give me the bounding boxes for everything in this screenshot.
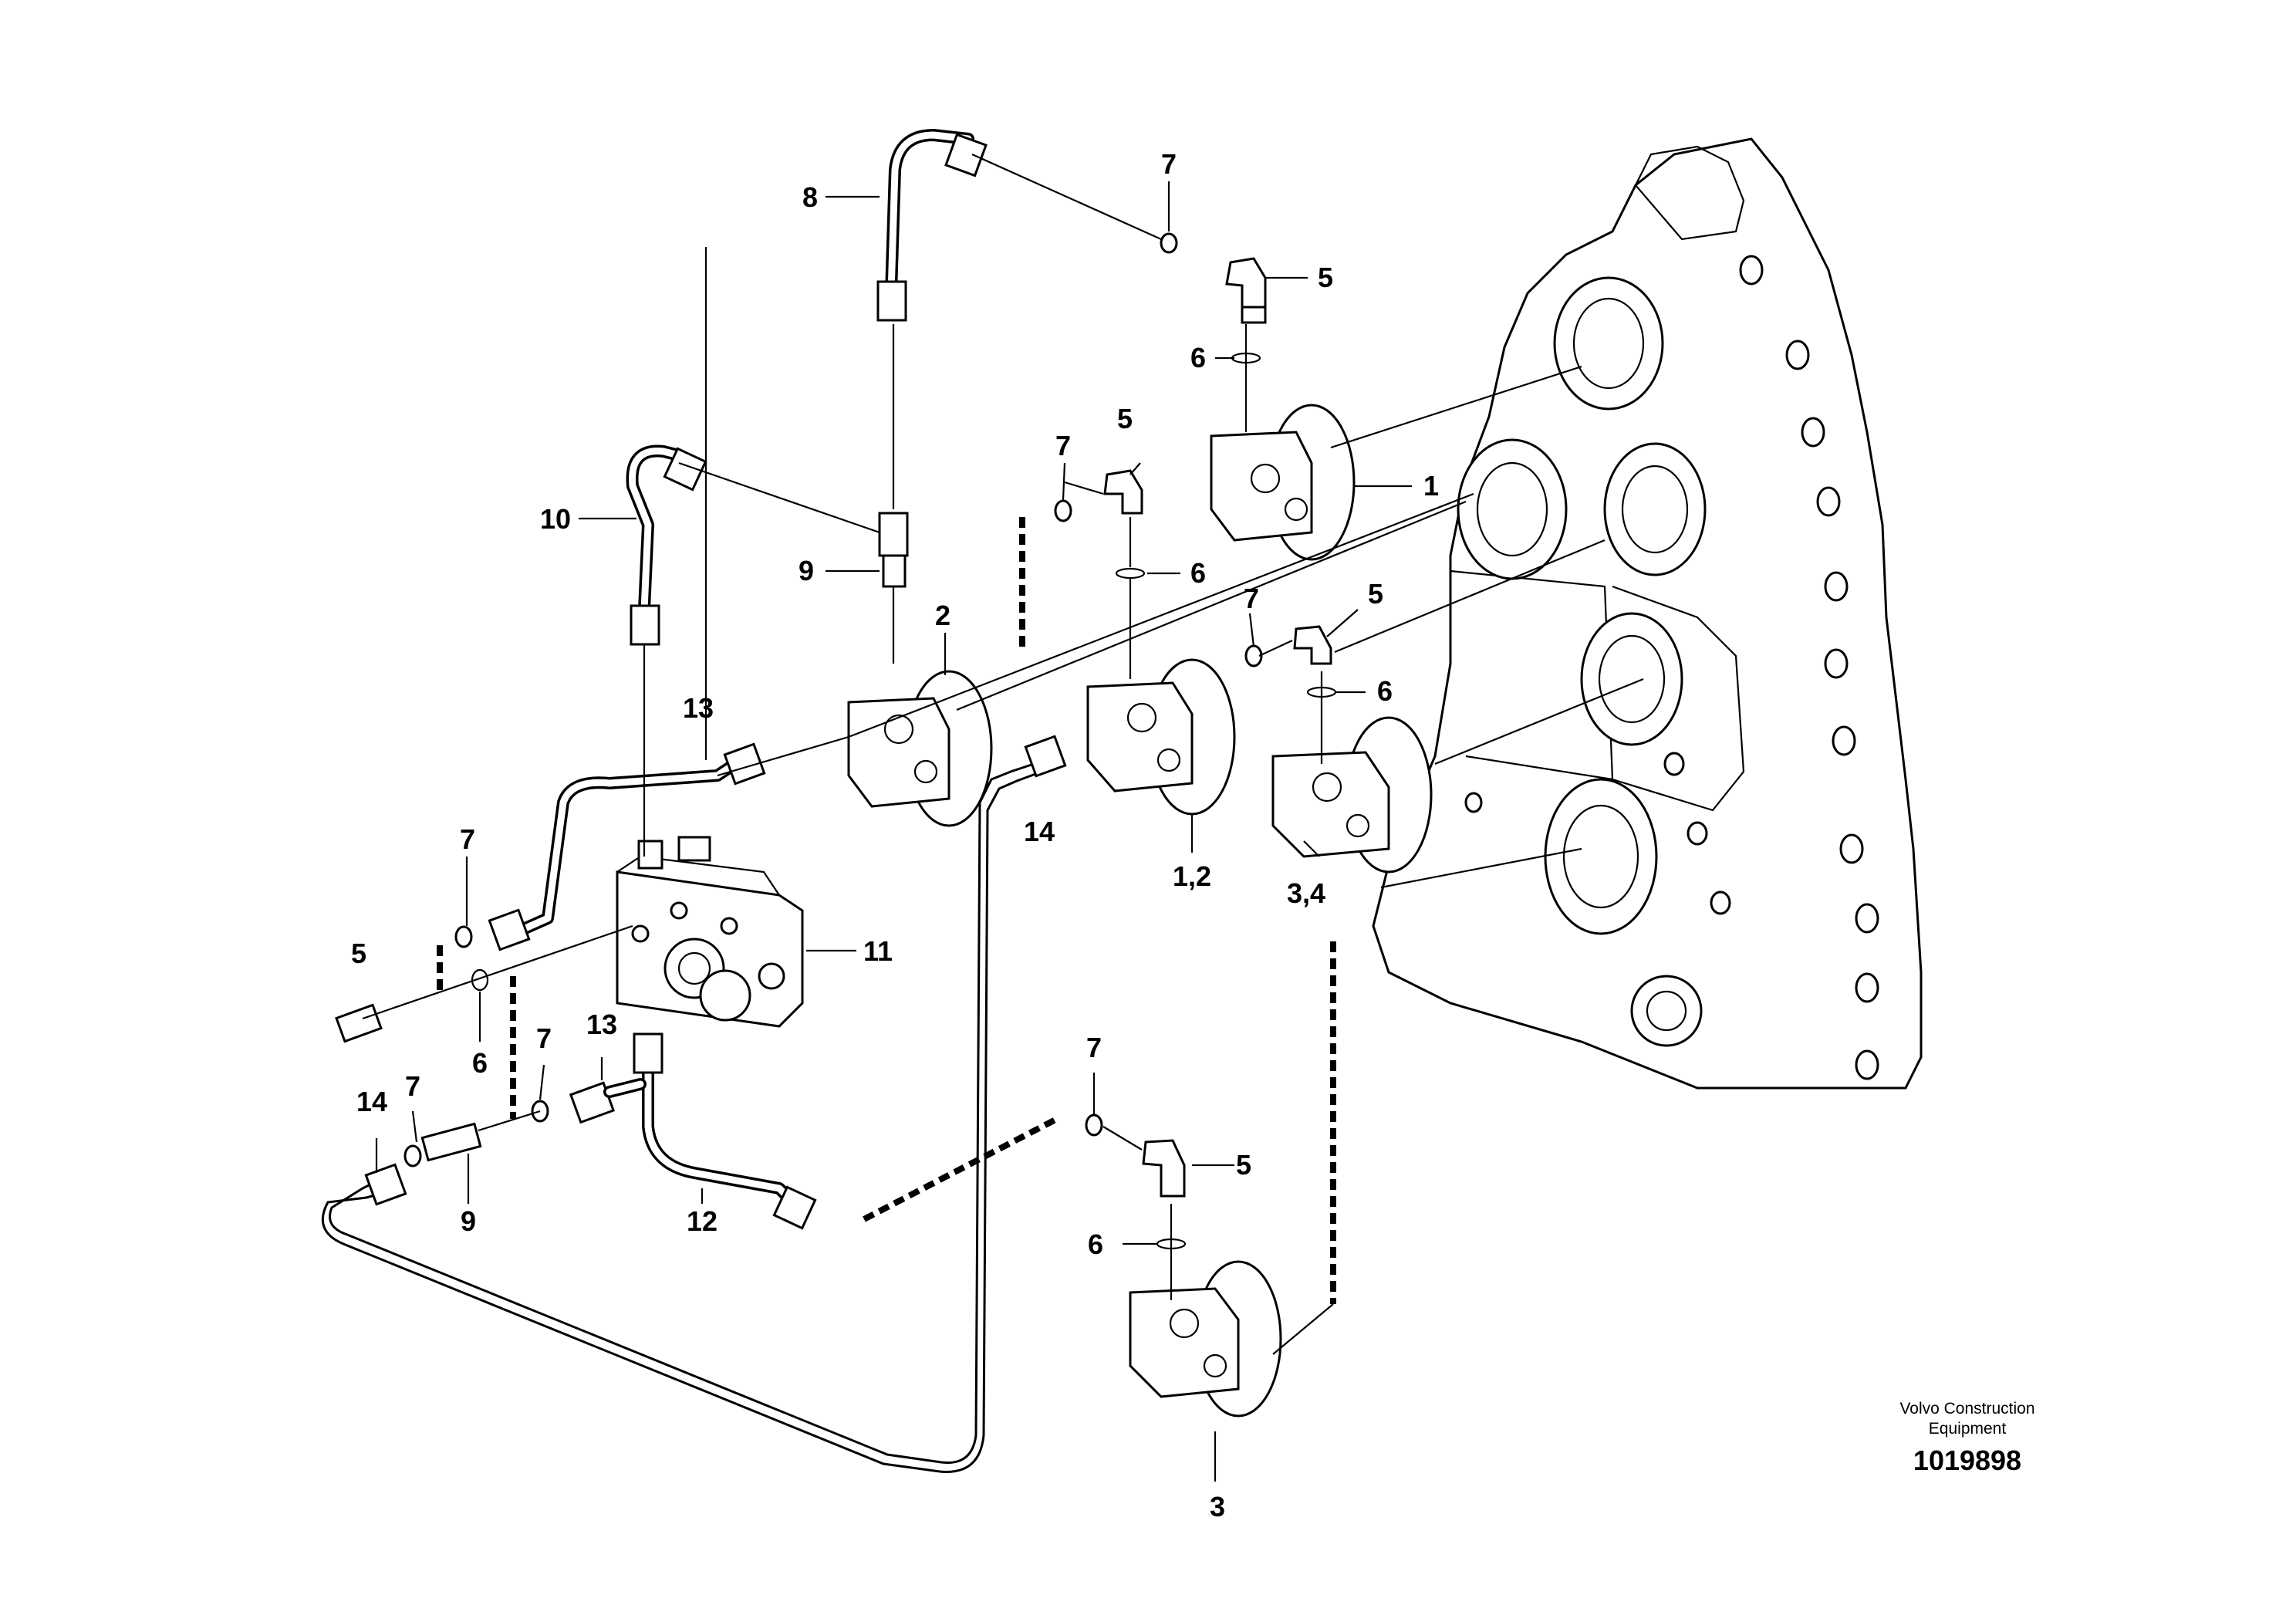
callout-7-mid: 7: [1055, 430, 1071, 461]
transmission-housing: [1372, 137, 1923, 1090]
tube-13-lower: [569, 1078, 647, 1124]
callout-5-bottom: 5: [1236, 1149, 1251, 1181]
callout-13-top: 13: [683, 692, 714, 724]
drawing-footer: Volvo Construction Equipment 1019898: [1899, 1400, 2034, 1476]
callout-7-lower-a: 7: [536, 1022, 552, 1054]
callout-14-lower: 14: [356, 1086, 387, 1117]
callout-8: 8: [802, 181, 818, 213]
callout-7-left: 7: [460, 823, 475, 855]
callout-6-bottom: 6: [1088, 1228, 1103, 1260]
callout-5-mid: 5: [1117, 403, 1133, 434]
callout-1-2: 1,2: [1173, 860, 1211, 892]
callout-6-mid: 6: [1190, 557, 1206, 589]
pump-unit-1-2: [1086, 658, 1236, 816]
tube-12: [633, 1032, 817, 1230]
dashed-lines: [437, 517, 1336, 1304]
pump-unit-3: [1129, 1260, 1282, 1418]
callout-7-bottom: 7: [1086, 1032, 1102, 1063]
tube-8: [876, 129, 988, 322]
pump-unit-1: [1210, 404, 1356, 561]
callout-2: 2: [935, 600, 950, 631]
callout-14-top: 14: [1024, 816, 1055, 847]
brand-line-1: Volvo Construction: [1899, 1400, 2034, 1418]
pump-unit-3-4: [1271, 716, 1433, 874]
callout-7-right: 7: [1244, 583, 1259, 614]
callout-6-left: 6: [472, 1047, 488, 1079]
hose-14: [321, 735, 1067, 1473]
callout-7-lower-b: 7: [405, 1070, 420, 1102]
callout-9-top: 9: [799, 555, 814, 586]
callout-3: 3: [1210, 1491, 1225, 1522]
callouts: 8 7 5 6 1 7 5 10 9 6 2 7 5 6 13 14 1,2 3…: [351, 148, 1439, 1522]
callout-3-4: 3,4: [1287, 877, 1325, 909]
callout-13-lower: 13: [586, 1009, 617, 1040]
callout-9-lower: 9: [461, 1205, 476, 1237]
leader-lines: [362, 153, 1644, 1482]
callout-5-top: 5: [1318, 262, 1333, 293]
callout-5-right: 5: [1368, 578, 1383, 610]
callout-6-top: 6: [1190, 342, 1206, 373]
callout-10: 10: [540, 503, 571, 535]
pump-unit-2: [847, 670, 993, 827]
drawing-number: 1019898: [1913, 1445, 2021, 1476]
tube-13-upper: [488, 742, 766, 951]
callout-1: 1: [1423, 470, 1439, 502]
callout-11: 11: [863, 935, 893, 967]
valve-block: [616, 836, 804, 1028]
brand-line-2: Equipment: [1929, 1420, 2007, 1438]
tube-10: [626, 444, 707, 646]
callout-7-top: 7: [1161, 148, 1177, 180]
callout-12: 12: [687, 1205, 718, 1237]
callout-6-right: 6: [1377, 675, 1393, 707]
callout-5-left: 5: [351, 938, 366, 969]
